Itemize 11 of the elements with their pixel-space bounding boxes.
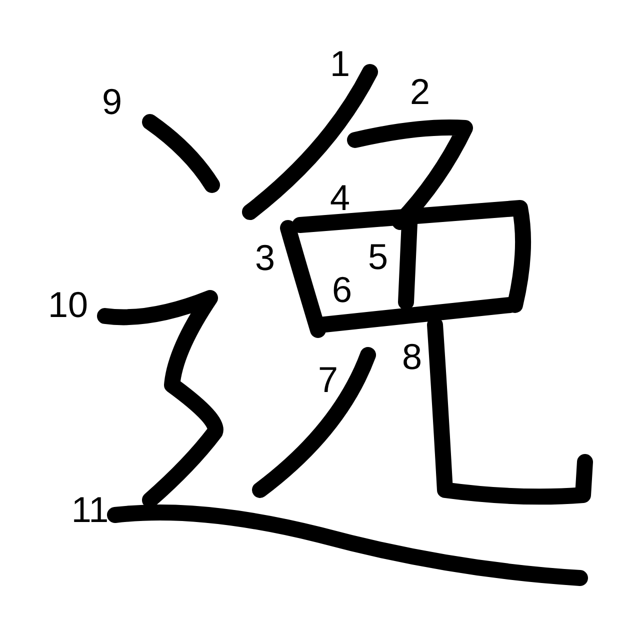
stroke-number: 8 [402, 339, 422, 375]
stroke-number: 1 [330, 46, 350, 82]
stroke-number: 11 [71, 492, 109, 528]
stroke-number: 7 [318, 362, 338, 398]
stroke-number: 10 [48, 287, 88, 323]
stroke-number: 9 [102, 84, 122, 120]
stroke-number: 4 [330, 180, 350, 216]
stroke-number: 3 [254, 240, 276, 276]
stroke-number: 2 [410, 74, 430, 110]
stroke-number: 5 [368, 239, 388, 275]
stroke-number: 6 [332, 272, 352, 308]
